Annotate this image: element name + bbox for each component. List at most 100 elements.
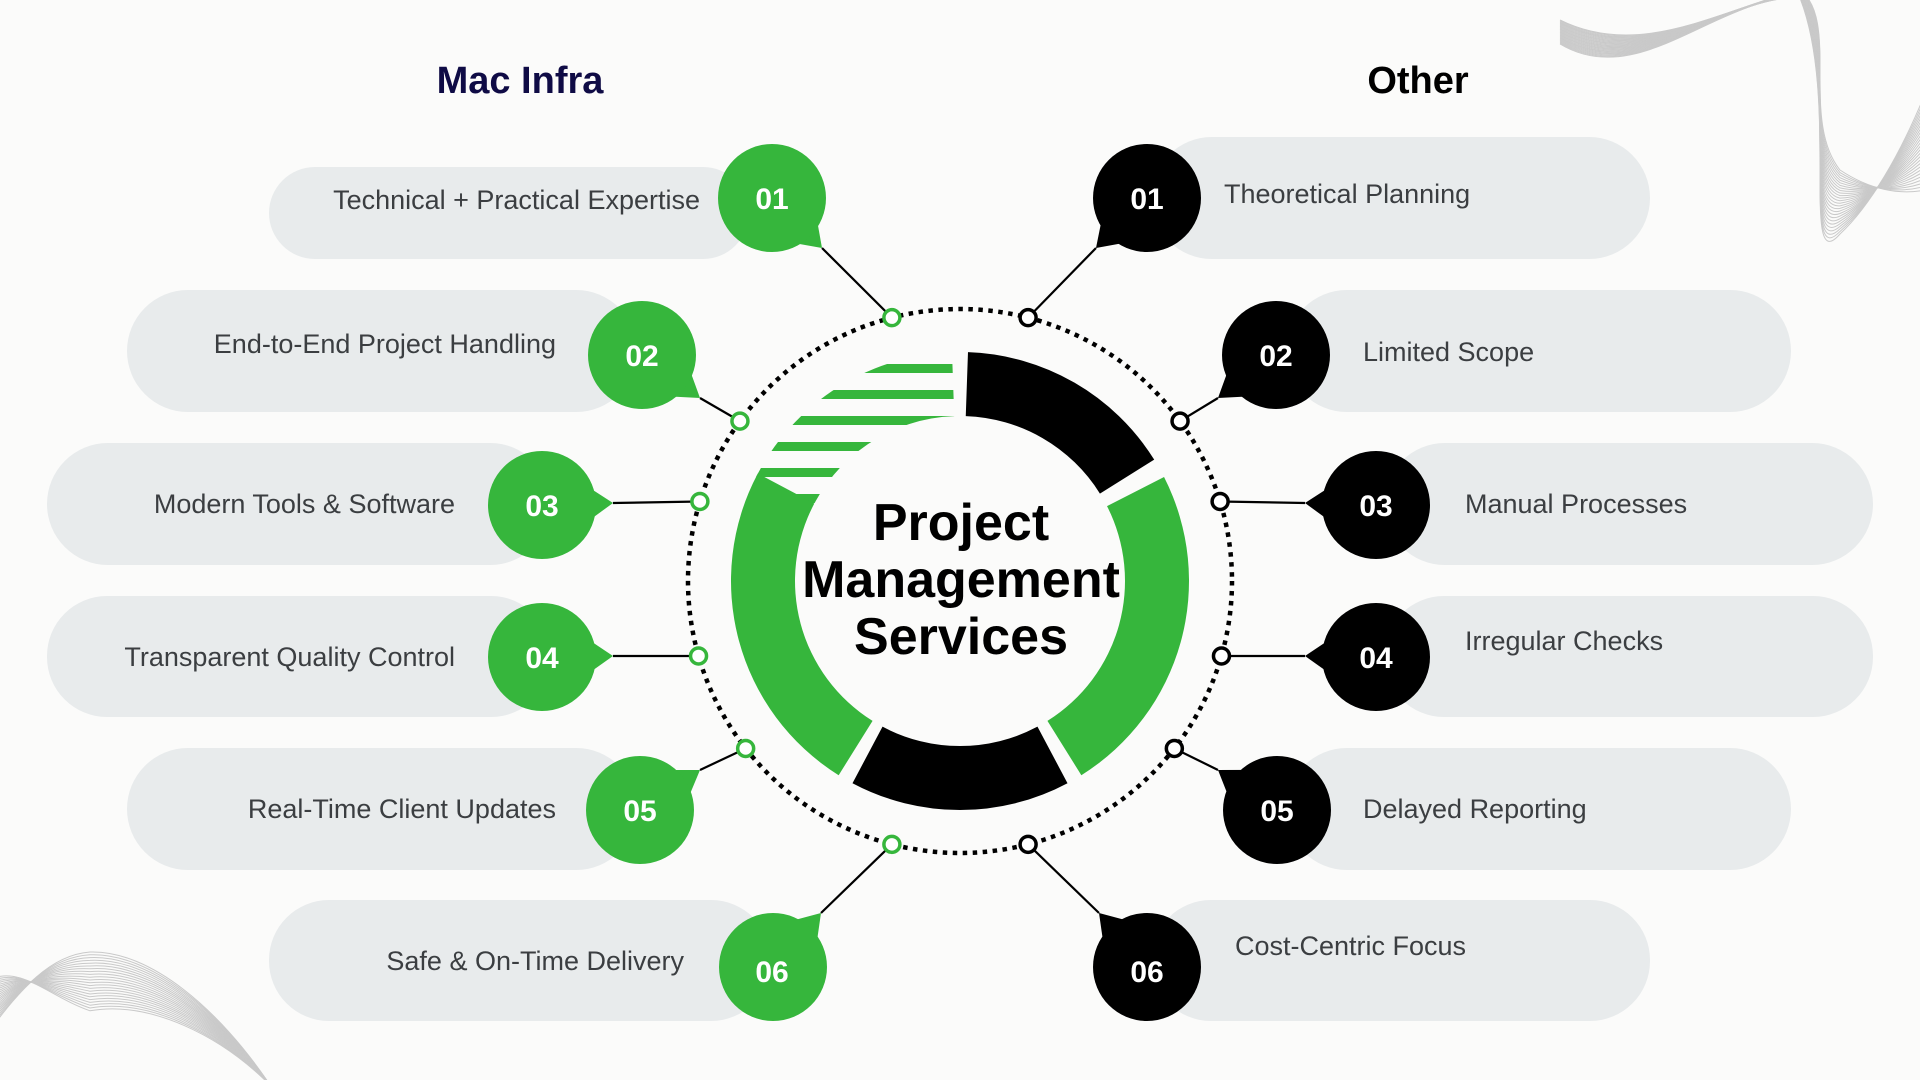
right-item-number: 01 [1130,183,1163,216]
wave-line [0,951,268,1080]
number-bubble-right-06[interactable] [1093,913,1201,1021]
left-item-label: End-to-End Project Handling [214,329,556,359]
orbit-node-left-05 [735,738,756,759]
number-bubble-right-04[interactable] [1305,603,1430,711]
wave-line [0,970,267,1080]
pill-right-02[interactable] [1286,290,1791,412]
pill-right-01[interactable] [1151,137,1650,259]
right-item-number: 05 [1260,795,1293,828]
wave-line [0,976,266,1080]
number-bubble-left-02[interactable] [588,301,700,409]
bubble-circle [1222,301,1330,409]
ring-segment-hatched [750,352,955,514]
wave-line [0,975,266,1080]
ring-segment-green-right [1047,477,1189,776]
right-item-number: 04 [1359,642,1393,675]
connector-line-right-03 [1220,500,1306,505]
orbit-node-right-05 [1164,738,1185,759]
ring-segment-green-left [731,473,873,776]
wave-line [0,979,267,1080]
wave-line [0,979,266,1080]
wave-line [0,981,267,1080]
bubble-circle [1322,451,1430,559]
number-bubble-left-04[interactable] [488,603,613,711]
right-numbers: 01 02 03 04 05 06 [1130,183,1393,989]
pill-right-06[interactable] [1151,900,1650,1021]
orbit-node-left-06 [882,834,902,855]
orbit-node-left-04 [688,646,709,666]
decorative-wave-top-right [1559,0,1920,242]
wave-line [0,981,267,1080]
pill-left-02[interactable] [127,290,637,412]
number-bubble-left-03[interactable] [488,451,613,559]
wave-line [1559,0,1920,242]
left-item-number: 04 [525,642,559,675]
orbit-node-right-06 [1018,834,1038,855]
orbit-node-right-02 [1170,411,1190,431]
number-bubble-left-01[interactable] [718,144,826,252]
left-item-number: 06 [755,956,788,989]
left-item-number: 05 [623,795,656,828]
bubble-circle [488,603,596,711]
bubble-circle [1093,913,1201,1021]
orbit-node-right-03 [1210,491,1230,512]
center-title: Project Management Services [802,494,1120,666]
number-bubble-right-05[interactable] [1218,756,1331,864]
left-item-number: 02 [625,340,658,373]
center-title-line: Project [873,494,1049,552]
right-item-label: Cost-Centric Focus [1235,931,1466,961]
orbit-node-left-02 [730,411,750,431]
right-item-label: Theoretical Planning [1224,179,1470,209]
wave-line [0,980,266,1080]
pill-left-04[interactable] [47,596,551,717]
connector-line-left-06 [820,843,893,914]
number-bubble-left-06[interactable] [719,913,827,1021]
bubble-circle [1093,144,1201,252]
pill-left-03[interactable] [47,443,551,565]
bubble-circle [719,913,827,1021]
center-ring [731,352,1189,810]
center-title-line: Management [802,551,1120,609]
wave-line [0,977,267,1080]
number-bubble-right-01[interactable] [1093,144,1201,252]
ring-segment-black-top [965,352,1155,494]
pill-right-04[interactable] [1384,596,1873,717]
bubble-circle [1322,603,1430,711]
number-bubble-left-05[interactable] [586,756,700,864]
pill-right-03[interactable] [1384,443,1873,565]
number-bubble-right-02[interactable] [1218,301,1330,409]
right-item-number: 03 [1359,490,1392,523]
bubble-circle [1223,756,1331,864]
center-title-line: Services [854,608,1068,666]
orbit-node-left-03 [690,491,710,512]
right-item-label: Manual Processes [1465,489,1687,519]
right-item-number: 02 [1259,340,1292,373]
number-bubble-right-03[interactable] [1305,451,1430,559]
left-numbers: 01 02 03 04 05 06 [525,183,788,989]
orbit-node-left-01 [882,307,902,328]
bubble-circle [718,144,826,252]
left-pills [47,167,771,1021]
left-item-label: Transparent Quality Control [124,642,455,672]
right-item-label: Delayed Reporting [1363,794,1587,824]
orbit-node-right-01 [1018,307,1038,328]
right-item-label: Irregular Checks [1465,626,1663,656]
connector-line-right-01 [1027,247,1097,319]
pill-left-06[interactable] [269,900,771,1021]
right-pills [1151,137,1873,1021]
left-item-label: Safe & On-Time Delivery [386,946,684,976]
number-bubbles [488,144,1430,1021]
connector-line-left-03 [612,500,700,505]
ring-segment-black-bottom [852,726,1068,810]
orbit-node-right-04 [1211,646,1232,666]
pill-left-05[interactable] [127,748,637,870]
connectors [612,247,1306,914]
left-labels: Technical + Practical Expertise End-to-E… [124,185,700,976]
pill-right-05[interactable] [1286,748,1791,870]
bubble-circle [488,451,596,559]
connector-line-right-06 [1027,843,1100,914]
bubble-circle [586,756,694,864]
connector-line-left-01 [821,247,893,319]
pill-left-01[interactable] [269,167,749,259]
